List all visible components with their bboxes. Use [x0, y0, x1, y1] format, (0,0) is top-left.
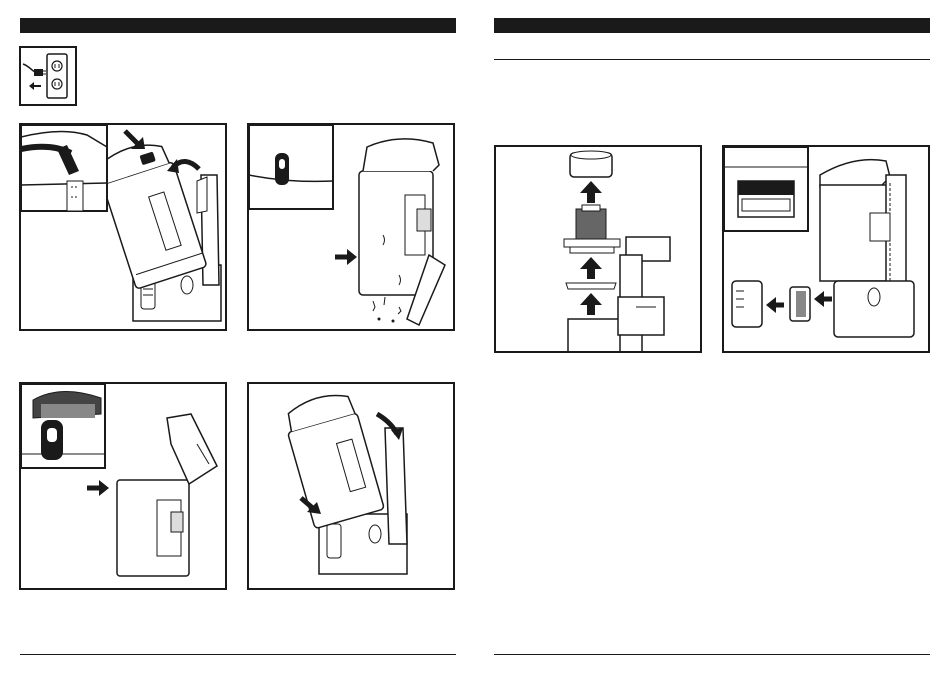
step-1-release-dust-cup-figure	[19, 123, 227, 331]
step-3-open-lid-figure	[19, 382, 227, 590]
right-header-bar	[494, 18, 930, 33]
post-motor-filter-figure	[722, 145, 930, 353]
left-footer-rule	[20, 654, 456, 655]
pre-motor-filter-figure	[494, 145, 702, 353]
left-header-bar	[20, 18, 456, 33]
right-footer-rule	[494, 654, 930, 655]
unplug-icon	[19, 46, 77, 106]
step-4-reinstall-dust-cup-figure	[247, 382, 455, 590]
right-section-rule	[494, 59, 930, 60]
step-2-empty-dust-cup-figure	[247, 123, 455, 331]
